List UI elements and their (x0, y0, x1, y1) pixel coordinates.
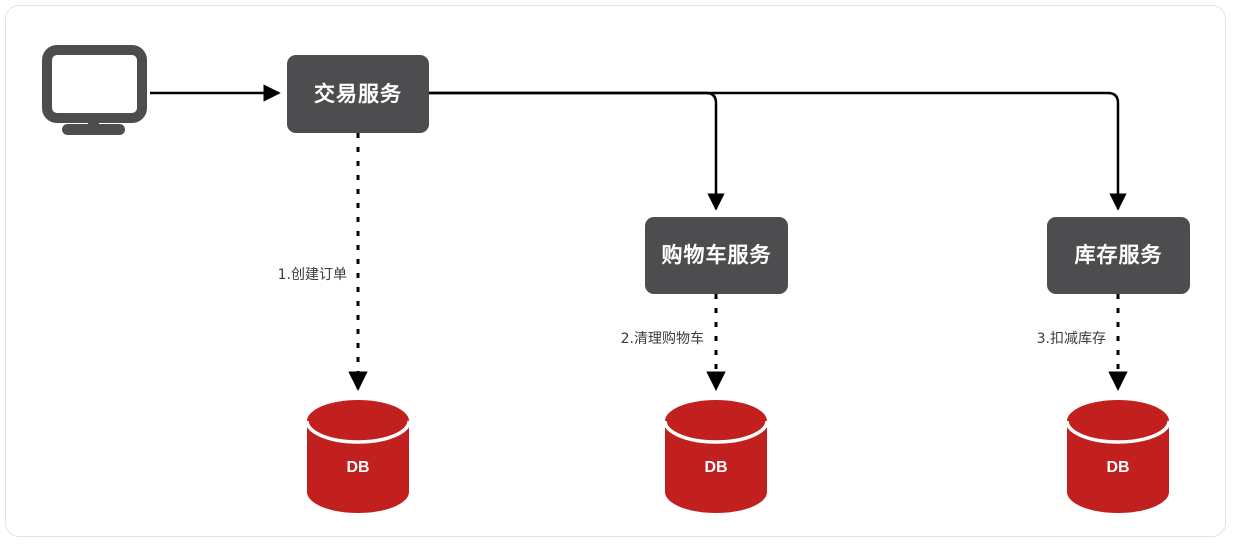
node-trade-service[interactable]: 交易服务 (287, 55, 429, 133)
edge-label-deduct-inventory: 3.扣减库存 (1037, 331, 1106, 347)
db-trade[interactable]: DB (305, 400, 411, 513)
edge-label-create-order: 1.创建订单 (278, 267, 347, 283)
node-cart-service-label: 购物车服务 (662, 243, 772, 267)
monitor-icon (42, 45, 147, 135)
node-inventory-service-label: 库存服务 (1075, 243, 1163, 267)
db-inventory[interactable]: DB (1065, 400, 1171, 513)
edge-label-clear-cart: 2.清理购物车 (621, 330, 704, 347)
node-cart-service[interactable]: 购物车服务 (645, 217, 788, 294)
db-cart-label: DB (704, 459, 727, 476)
edge-trade-to-inventory (429, 91, 1127, 211)
node-trade-service-label: 交易服务 (314, 82, 402, 106)
node-inventory-service[interactable]: 库存服务 (1047, 217, 1190, 294)
db-inventory-label: DB (1106, 459, 1129, 476)
edge-trade-to-cart (429, 91, 725, 211)
db-trade-label: DB (346, 459, 369, 476)
db-cart[interactable]: DB (663, 400, 769, 513)
